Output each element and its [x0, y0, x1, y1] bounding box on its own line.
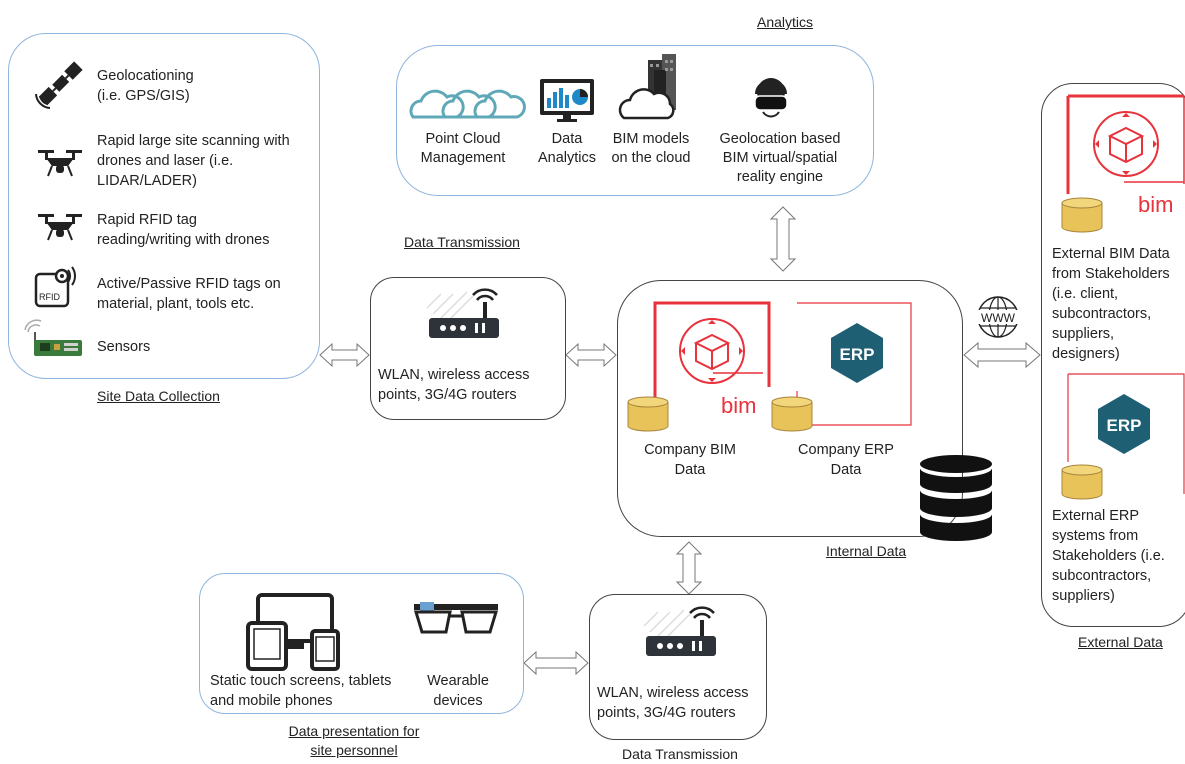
analytics-box — [396, 45, 874, 196]
rfid-tags-label-1: Active/Passive RFID tags on — [97, 276, 281, 292]
external-erp-line-3: Stakeholders (i.e. — [1052, 548, 1165, 564]
transmission-top-label-1: WLAN, wireless access — [378, 367, 530, 383]
external-erp-line-4: subcontractors, — [1052, 568, 1152, 584]
database-cylinder-icon — [1061, 197, 1103, 233]
devices-label-1: Static touch screens, tablets — [210, 673, 392, 689]
rfid-drones-label-1: Rapid RFID tag — [97, 212, 197, 228]
smart-glasses-icon — [413, 602, 499, 634]
company-bim-label-1: Company BIM — [644, 442, 736, 458]
database-cylinder-icon — [627, 396, 669, 432]
presentation-box — [199, 573, 524, 714]
bim-logo-icon: bim — [653, 301, 771, 418]
point-cloud-label-2: Management — [420, 150, 506, 166]
drone-icon — [38, 214, 82, 241]
external-data-box — [1041, 83, 1185, 627]
transmission-top-box — [370, 277, 566, 420]
bim-models-label-2: on the cloud — [611, 150, 691, 166]
wearable-label-2: devices — [433, 693, 483, 709]
svg-text:RFID: RFID — [39, 292, 60, 302]
transmission-top-heading: Data Transmission — [404, 234, 520, 250]
site-collection-heading: Site Data Collection — [97, 388, 220, 404]
internal-data-box — [617, 280, 963, 537]
erp-logo-text: ERP — [1107, 416, 1142, 435]
transmission-top-label-2: points, 3G/4G routers — [378, 387, 517, 403]
external-erp-line-1: External ERP — [1052, 508, 1140, 524]
satellite-icon — [35, 61, 83, 109]
bim-logo-text: bim — [721, 393, 756, 418]
www-text: WWW — [981, 311, 1016, 325]
external-bim-line-1: External BIM Data — [1052, 246, 1170, 262]
geolocation-label-1: Geolocation based — [719, 131, 841, 147]
external-data-heading: External Data — [1078, 634, 1163, 650]
point-cloud-label-1: Point Cloud — [425, 131, 501, 147]
database-cylinder-icon — [771, 396, 813, 432]
geolocation-label-2: BIM virtual/spatial — [722, 150, 838, 166]
data-analytics-label-1: Data — [551, 131, 583, 147]
external-bim-line-5: suppliers, — [1052, 326, 1115, 342]
external-erp-line-5: suppliers) — [1052, 588, 1115, 604]
transmission-bottom-label-1: WLAN, wireless access — [597, 685, 749, 701]
analytics-heading: Analytics — [757, 14, 814, 30]
presentation-heading-2: site personnel — [310, 742, 398, 758]
external-bim-line-2: from Stakeholders — [1052, 266, 1170, 282]
arrow-shape — [565, 342, 617, 368]
internal-data-heading: Internal Data — [826, 543, 907, 559]
database-cylinder-icon — [1061, 464, 1103, 500]
scanning-label-1: Rapid large site scanning with — [97, 133, 290, 149]
transmission-bottom-label-2: points, 3G/4G routers — [597, 705, 736, 721]
external-bim-line-4: subcontractors, — [1052, 306, 1152, 322]
scanning-label-3: LIDAR/LADER) — [97, 173, 197, 189]
scanning-label-2: drones and laser (i.e. — [97, 153, 234, 169]
rfid-tags-label-2: material, plant, tools etc. — [97, 296, 255, 312]
company-erp-label-1: Company ERP — [798, 442, 894, 458]
bim-logo-text: bim — [1138, 192, 1173, 217]
sensor-board-icon — [24, 319, 82, 356]
site-collection-box — [8, 33, 320, 379]
globe-www-icon: WWW — [976, 296, 1020, 338]
company-bim-label-2: Data — [674, 462, 706, 478]
transmission-bottom-heading: Data Transmission — [622, 746, 738, 762]
database-stack-icon — [920, 455, 992, 541]
drone-icon — [38, 150, 82, 177]
external-bim-line-3: (i.e. client, — [1052, 286, 1119, 302]
arrow-shape — [675, 541, 703, 595]
clouds-icon — [409, 89, 526, 119]
geolocationing-label-1: Geolocationing — [97, 68, 194, 84]
company-erp-label-2: Data — [830, 462, 862, 478]
wearable-label-1: Wearable — [427, 673, 489, 689]
bim-models-label-1: BIM models — [612, 131, 690, 147]
external-erp-line-2: systems from — [1052, 528, 1139, 544]
router-icon — [643, 606, 716, 656]
devices-label-2: and mobile phones — [210, 693, 333, 709]
geolocation-label-3: reality engine — [736, 169, 824, 185]
rfid-tag-icon: RFID — [34, 266, 76, 308]
arrow-shape — [769, 206, 797, 272]
presentation-heading-1: Data presentation for — [288, 723, 420, 739]
erp-logo-frame: ERP — [796, 302, 912, 426]
router-icon — [426, 288, 499, 338]
transmission-bottom-box — [589, 594, 767, 740]
erp-logo-text: ERP — [840, 345, 875, 364]
vr-headset-icon — [754, 78, 788, 118]
erp-logo-frame: ERP — [1067, 373, 1185, 494]
external-bim-line-6: designers) — [1052, 346, 1120, 362]
devices-icon — [246, 593, 340, 671]
rfid-drones-label-2: reading/writing with drones — [97, 232, 270, 248]
bim-logo-icon: bim — [1066, 94, 1185, 217]
cloud-buildings-icon — [618, 54, 676, 120]
geolocationing-label-2: (i.e. GPS/GIS) — [97, 88, 190, 104]
arrow-shape — [523, 650, 589, 676]
arrow-shape — [319, 342, 370, 368]
analytics-dashboard-icon — [540, 79, 594, 122]
arrow-shape — [963, 341, 1041, 369]
data-analytics-label-2: Analytics — [537, 150, 597, 166]
sensors-label: Sensors — [97, 339, 151, 355]
